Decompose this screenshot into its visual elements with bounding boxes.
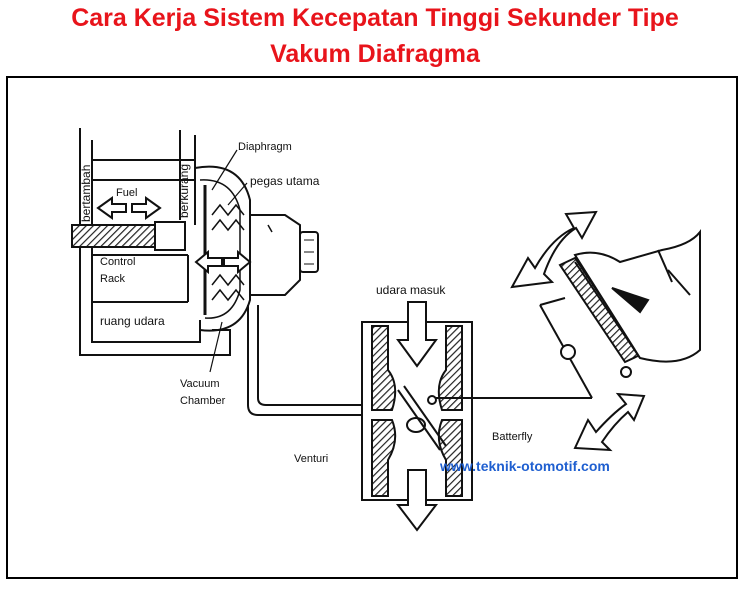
label-diaphragm: Diaphragm [238,141,292,153]
diaphragm-chamber [194,165,319,332]
rack-double-arrow [194,249,252,275]
label-ruang-udara: ruang udara [100,314,165,328]
diagram-frame [6,76,738,579]
label-bertambah: bertambah [79,165,93,222]
label-fuel: Fuel [116,187,137,199]
vacuum-pipe [247,305,375,416]
label-berkurang: berkurang [177,164,191,218]
label-pegas-utama: pegas utama [250,174,320,188]
website-watermark: www.teknik-otomotif.com [439,458,610,474]
air-outlet-arrow [395,469,439,532]
label-vacuum: Vacuum [180,378,220,390]
label-rack: Rack [100,273,126,285]
throttle-linkage [436,297,632,399]
title-line-2: Vakum Diafragma [270,40,480,68]
leader-lines [209,149,248,373]
label-udara-masuk: udara masuk [376,283,446,297]
butterfly-valve [397,385,447,451]
governor-housing [71,128,231,356]
pedal-motion-arrow-upper [510,210,598,289]
title-line-1: Cara Kerja Sistem Kecepatan Tinggi Sekun… [71,4,679,32]
fuel-double-arrow [96,196,162,220]
driver-shoe [573,229,701,363]
label-butterfly: Batterfly [492,431,533,443]
air-inlet-arrow [396,301,438,368]
pedal-motion-arrow-lower [573,392,646,452]
label-control: Control [100,256,135,268]
label-chamber: Chamber [180,395,226,407]
label-venturi: Venturi [294,453,328,465]
